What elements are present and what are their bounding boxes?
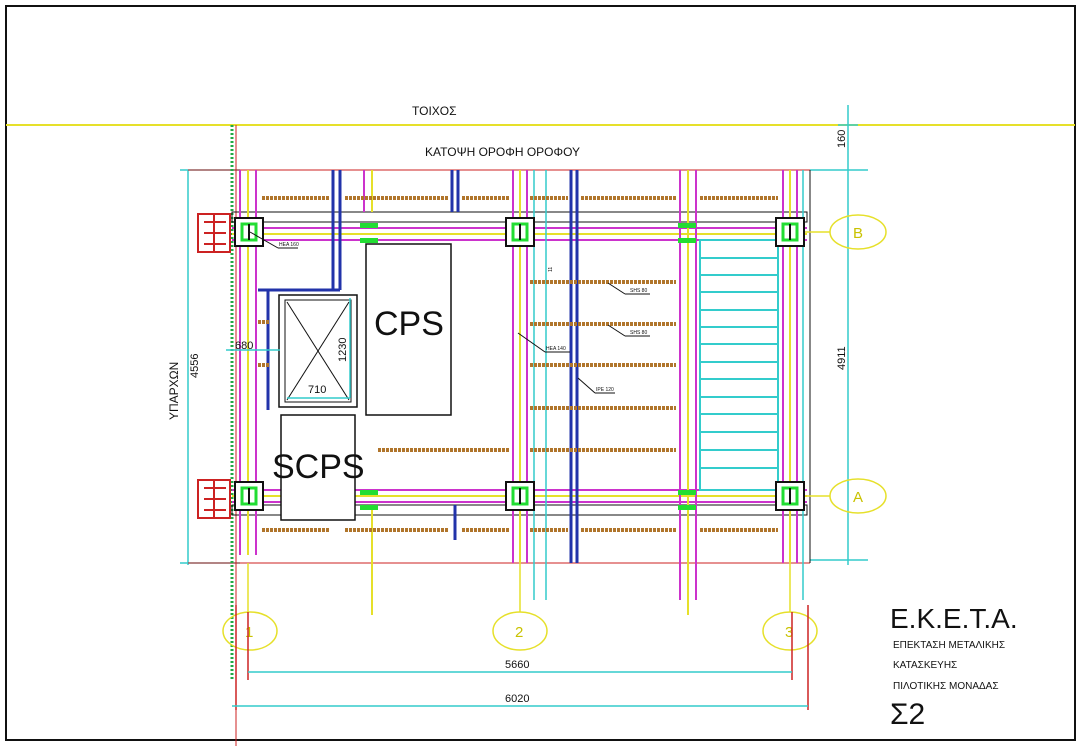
cps-box — [365, 243, 452, 416]
label-hea140: HEA 140 — [546, 346, 566, 352]
sheet-frame — [5, 5, 1076, 741]
axis-b: B — [853, 225, 863, 242]
left-label: ΥΠΑΡΧΩΝ — [167, 362, 181, 420]
axis-bubbles-cols — [222, 563, 818, 651]
dim-5660: 5660 — [505, 659, 529, 671]
axis-3: 3 — [785, 624, 793, 641]
plan-title: ΚΑΤΟΨΗ ΟΡΟΦΗ ΟΡΟΦΟΥ — [425, 145, 580, 159]
wall-label: ΤΟΙΧΟΣ — [412, 104, 457, 118]
cps-label: CPS — [374, 305, 444, 343]
title-line3: ΠΙΛΟΤΙΚΗΣ ΜΟΝΑΔΑΣ — [893, 681, 999, 692]
dim-680: 680 — [235, 340, 253, 352]
axis-bubbles-rows — [805, 214, 887, 514]
label-shs80-a: SHS 80 — [630, 288, 647, 294]
title-sheet-no: Σ2 — [890, 698, 925, 731]
beam-annotations — [249, 231, 650, 394]
right-dim: 4911 — [836, 346, 848, 370]
axis-2: 2 — [515, 624, 523, 641]
wall-dim: 160 — [836, 130, 848, 148]
dim-6020: 6020 — [505, 693, 529, 705]
title-org: Ε.Κ.Ε.Τ.Α. — [890, 603, 1018, 634]
label-shs80-b: SHS 80 — [630, 330, 647, 336]
axis-1: 1 — [245, 624, 253, 641]
axis-a: A — [853, 489, 863, 506]
scps-label: SCPS — [272, 448, 365, 486]
label-mark-11: 11 — [548, 267, 554, 272]
label-hea160: HEA 160 — [279, 242, 299, 248]
secondary-beams — [258, 196, 778, 532]
title-line2: ΚΑΤΑΣΚΕΥΗΣ — [893, 660, 957, 671]
anchor-plates — [197, 213, 231, 519]
scps-box — [280, 414, 356, 521]
right-dimension — [810, 105, 868, 565]
title-line1: ΕΠΕΚΤΑΣΗ ΜΕΤΑΛΙΚΗΣ — [893, 640, 1005, 651]
bottom-dimensions — [232, 605, 809, 710]
opening — [226, 294, 358, 408]
stairs — [699, 239, 779, 491]
dim-710: 710 — [308, 384, 326, 396]
left-dim: 4556 — [189, 354, 201, 378]
connectors — [360, 223, 696, 510]
label-ipe120: IPE 120 — [596, 387, 614, 393]
dim-1230: 1230 — [337, 338, 349, 362]
column-bases — [234, 217, 805, 511]
title-block: Ε.Κ.Ε.Τ.Α. ΕΠΕΚΤΑΣΗ ΜΕΤΑΛΙΚΗΣ ΚΑΤΑΣΚΕΥΗΣ… — [890, 603, 1018, 731]
